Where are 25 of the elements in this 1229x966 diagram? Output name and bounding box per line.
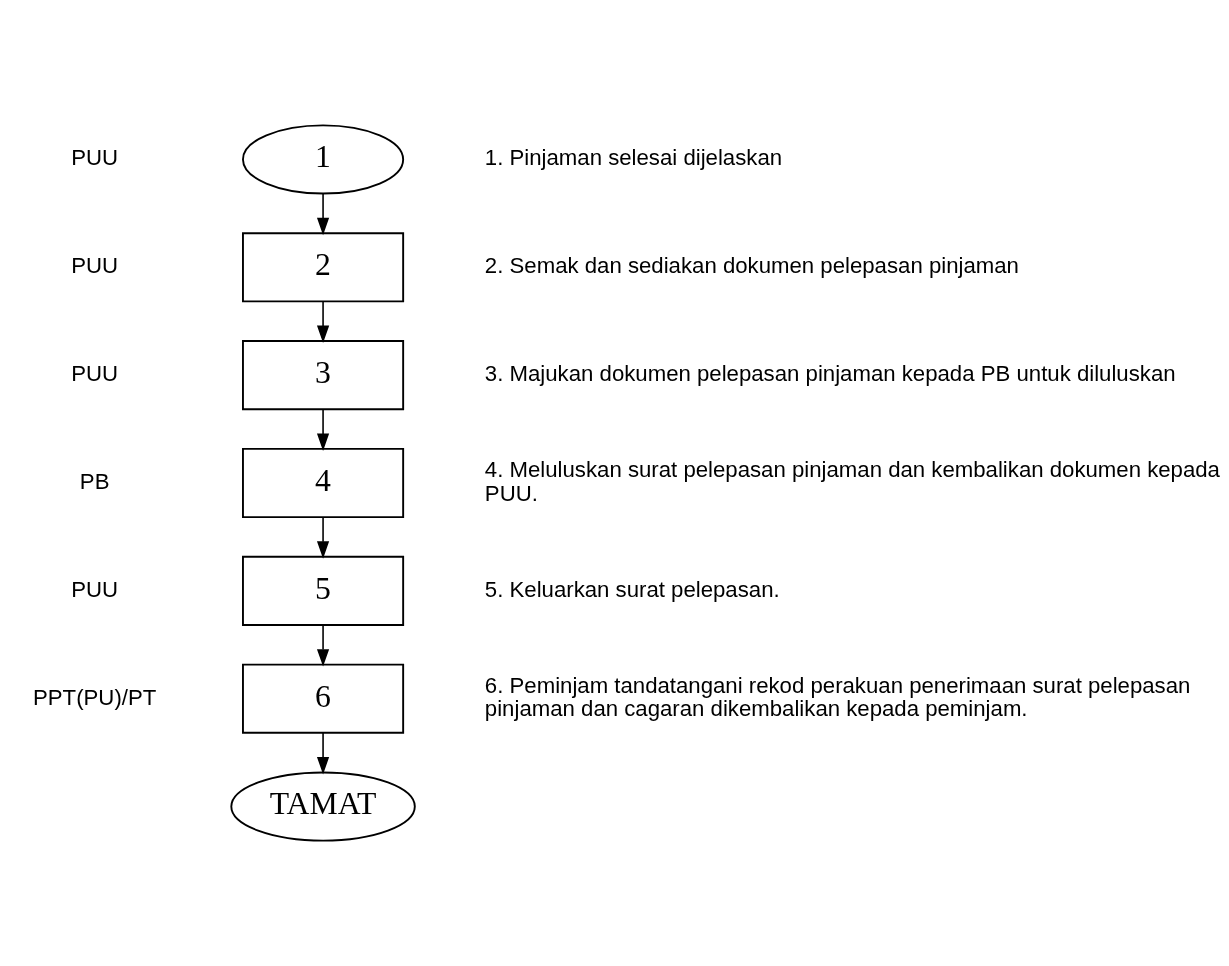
arrow <box>316 516 330 559</box>
arrow <box>316 300 330 344</box>
arrow <box>316 732 330 775</box>
label: PUU <box>71 576 119 602</box>
node-box: 2 <box>242 232 405 303</box>
label: PUU <box>71 361 119 387</box>
label: PB <box>79 468 110 494</box>
label: 2. Semak dan sediakan dokumen pelepasan pinjaman <box>484 253 1019 279</box>
arrow <box>316 408 330 451</box>
node-ellipse: 1 <box>242 124 405 195</box>
label: 3. Majukan dokumen pelepasan pinjaman kepada PB untuk diluluskan <box>484 361 1176 387</box>
label: PPT(PU)/PT <box>33 684 157 710</box>
arrow <box>316 192 330 236</box>
node-ellipse: TAMAT <box>230 771 416 842</box>
label: 5. Keluarkan surat pelepasan. <box>484 576 780 602</box>
label: 1. Pinjaman selesai dijelaskan <box>484 145 783 171</box>
node-box: 3 <box>242 340 405 411</box>
arrow <box>316 624 330 667</box>
label: PUU <box>71 145 119 171</box>
node-box: 6 <box>242 663 405 734</box>
label: 6. Peminjam tandatangani rekod perakuan penerimaan surat pelepasan pinjaman dan cagaran dikembalikan kepada peminjam. <box>484 672 1191 722</box>
node-box: 4 <box>242 447 405 519</box>
node-box: 5 <box>242 555 405 626</box>
label: 4. Meluluskan surat pelepasan pinjaman dan kembalikan dokumen kepada PUU. <box>484 456 1220 506</box>
label: PUU <box>71 253 119 279</box>
